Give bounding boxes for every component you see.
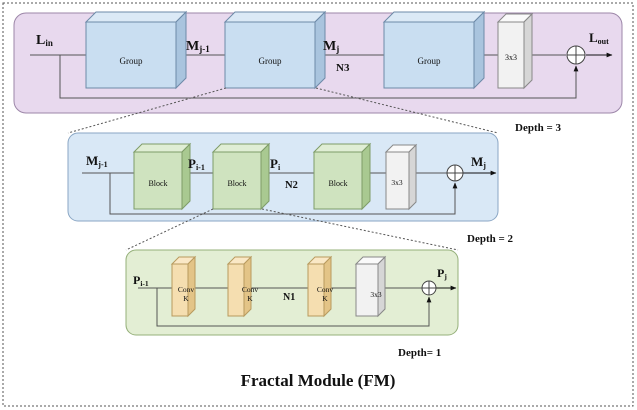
depth3-conv3x3-block: 3x3 bbox=[496, 12, 534, 90]
depth1-conv-label-2: Conv bbox=[242, 285, 259, 294]
depth3-group-label-3: Group bbox=[418, 56, 441, 66]
depth3-m-prev-label: Mj-1 bbox=[186, 39, 210, 54]
depth1-conv-block-1: Conv K bbox=[170, 255, 197, 318]
depth3-group-block-1: Group bbox=[84, 10, 188, 90]
depth1-conv-k-1: K bbox=[183, 294, 189, 303]
depth3-n-label: N3 bbox=[336, 62, 350, 74]
depth3-conv-label: 3x3 bbox=[505, 53, 517, 62]
depth1-conv3x3-block: 3x3 bbox=[354, 255, 387, 318]
depth1-output-label: Pj bbox=[437, 266, 447, 281]
depth3-output-label: Lout bbox=[589, 30, 609, 46]
depth1-n-label: N1 bbox=[283, 292, 295, 303]
depth1-conv-label-1: Conv bbox=[178, 285, 195, 294]
depth1-conv3x3-label: 3x3 bbox=[370, 290, 382, 299]
depth2-n-label: N2 bbox=[285, 180, 298, 191]
depth1-conv-block-2: Conv K bbox=[226, 255, 259, 318]
depth2-fractal-block-2: Block bbox=[211, 142, 271, 211]
depth3-label: Depth = 3 bbox=[515, 122, 561, 134]
depth2-block-label-2: Block bbox=[227, 179, 246, 188]
depth2-block-label-1: Block bbox=[148, 179, 167, 188]
depth2-label: Depth = 2 bbox=[467, 233, 513, 245]
depth2-panel bbox=[67, 132, 499, 222]
depth3-group-label-1: Group bbox=[120, 56, 143, 66]
depth2-fractal-block-3: Block bbox=[312, 142, 372, 211]
depth2-conv3x3-block: 3x3 bbox=[384, 143, 418, 211]
depth2-block-label-3: Block bbox=[328, 179, 347, 188]
depth1-label: Depth= 1 bbox=[398, 347, 441, 359]
depth2-conv-label: 3x3 bbox=[391, 178, 403, 187]
depth2-output-label: Mj bbox=[471, 154, 486, 170]
depth2-fractal-block-1: Block bbox=[132, 142, 192, 211]
diagram-caption: Fractal Module (FM) bbox=[241, 371, 396, 390]
depth3-m-cur-label: Mj bbox=[323, 39, 339, 54]
depth1-conv-k-3: K bbox=[322, 294, 328, 303]
depth3-input-label: Lin bbox=[36, 33, 53, 48]
depth1-conv-block-3: Conv K bbox=[306, 255, 334, 318]
depth1-input-label: Pi-1 bbox=[133, 273, 149, 288]
depth3-group-block-2: Group bbox=[223, 10, 327, 90]
depth2-p-prev-label: Pi-1 bbox=[188, 156, 205, 172]
depth1-conv-k-2: K bbox=[247, 294, 253, 303]
depth2-input-label: Mj-1 bbox=[86, 153, 108, 169]
depth1-conv-label-3: Conv bbox=[317, 285, 334, 294]
depth3-group-label-2: Group bbox=[259, 56, 282, 66]
depth3-group-block-3: Group bbox=[382, 10, 486, 90]
depth2-p-cur-label: Pi bbox=[270, 156, 281, 172]
